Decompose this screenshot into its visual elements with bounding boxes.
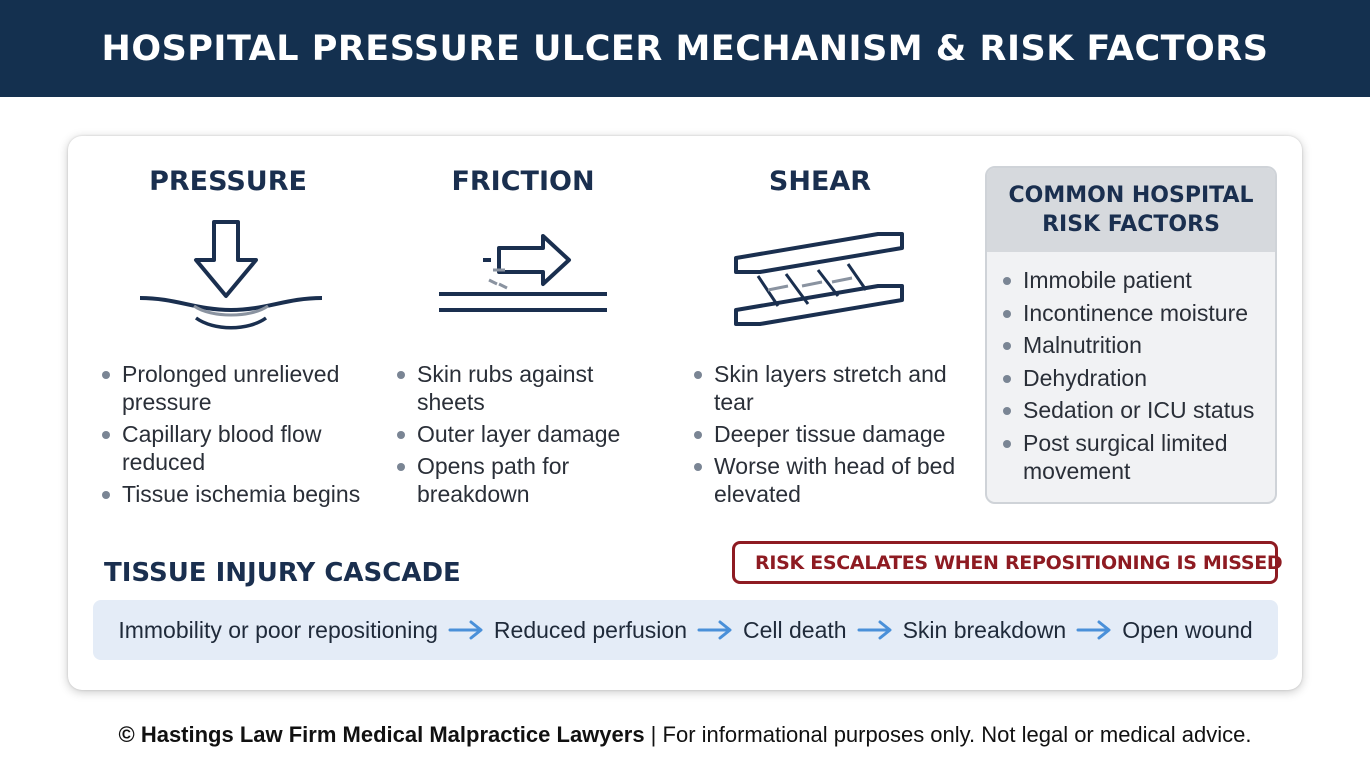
cascade-title: TISSUE INJURY CASCADE (104, 558, 461, 588)
list-item: Sedation or ICU status (1001, 396, 1271, 424)
friction-title: FRICTION (451, 166, 595, 197)
friction-bullets: Skin rubs against sheets Outer layer dam… (395, 360, 665, 512)
footer-disclaimer-text: For informational purposes only. Not leg… (662, 722, 1252, 747)
risk-factors-list: Immobile patient Incontinence moisture M… (1001, 266, 1271, 489)
pressure-arrow-icon (139, 220, 323, 330)
warning-text: RISK ESCALATES WHEN REPOSITIONING IS MIS… (755, 551, 1283, 574)
list-item: Malnutrition (1001, 331, 1271, 359)
list-item: Deeper tissue damage (692, 420, 967, 448)
list-item: Skin layers stretch and tear (692, 360, 967, 416)
cascade-step: Skin breakdown (902, 616, 1067, 643)
shear-layers-icon (734, 232, 904, 326)
arrow-right-icon (1076, 620, 1111, 640)
footer-firm-name: © Hastings Law Firm Medical Malpractice … (118, 722, 645, 747)
list-item: Incontinence moisture (1001, 299, 1271, 327)
list-item: Skin rubs against sheets (395, 360, 665, 416)
page-header: HOSPITAL PRESSURE ULCER MECHANISM & RISK… (0, 0, 1370, 97)
list-item: Worse with head of bed elevated (692, 452, 967, 508)
cascade-step: Open wound (1122, 616, 1253, 643)
footer-separator: | (644, 722, 663, 747)
cascade-flow: Immobility or poor repositioning Reduced… (93, 600, 1278, 660)
list-item: Opens path for breakdown (395, 452, 665, 508)
list-item: Capillary blood flow reduced (100, 420, 380, 476)
list-item: Outer layer damage (395, 420, 665, 448)
cascade-step: Immobility or poor repositioning (118, 616, 438, 643)
warning-banner: RISK ESCALATES WHEN REPOSITIONING IS MIS… (732, 541, 1283, 584)
list-item: Prolonged unrelieved pressure (100, 360, 380, 416)
friction-arrow-icon (439, 234, 607, 312)
cascade-step: Reduced perfusion (493, 616, 687, 643)
list-item: Tissue ischemia begins (100, 480, 380, 508)
arrow-right-icon (697, 620, 732, 640)
list-item: Immobile patient (1001, 266, 1271, 294)
list-item: Post surgical limited movement (1001, 429, 1271, 485)
risk-factors-header: COMMON HOSPITAL RISK FACTORS (987, 168, 1275, 252)
footer-disclaimer: © Hastings Law Firm Medical Malpractice … (0, 722, 1370, 748)
arrow-right-icon (857, 620, 892, 640)
risk-factors-title-line1: COMMON HOSPITAL (1008, 183, 1254, 208)
pressure-title: PRESSURE (149, 166, 307, 197)
list-item: Dehydration (1001, 364, 1271, 392)
arrow-right-icon (448, 620, 483, 640)
shear-bullets: Skin layers stretch and tear Deeper tiss… (692, 360, 967, 512)
shear-title: SHEAR (768, 166, 872, 197)
pressure-bullets: Prolonged unrelieved pressure Capillary … (100, 360, 380, 512)
page-title: HOSPITAL PRESSURE ULCER MECHANISM & RISK… (101, 28, 1269, 69)
infographic-card: PRESSURE Prolonged unrelieved pressure C… (68, 136, 1302, 690)
cascade-step: Cell death (743, 616, 847, 643)
risk-factors-box: COMMON HOSPITAL RISK FACTORS Immobile pa… (985, 166, 1277, 504)
risk-factors-title-line2: RISK FACTORS (1042, 212, 1220, 237)
